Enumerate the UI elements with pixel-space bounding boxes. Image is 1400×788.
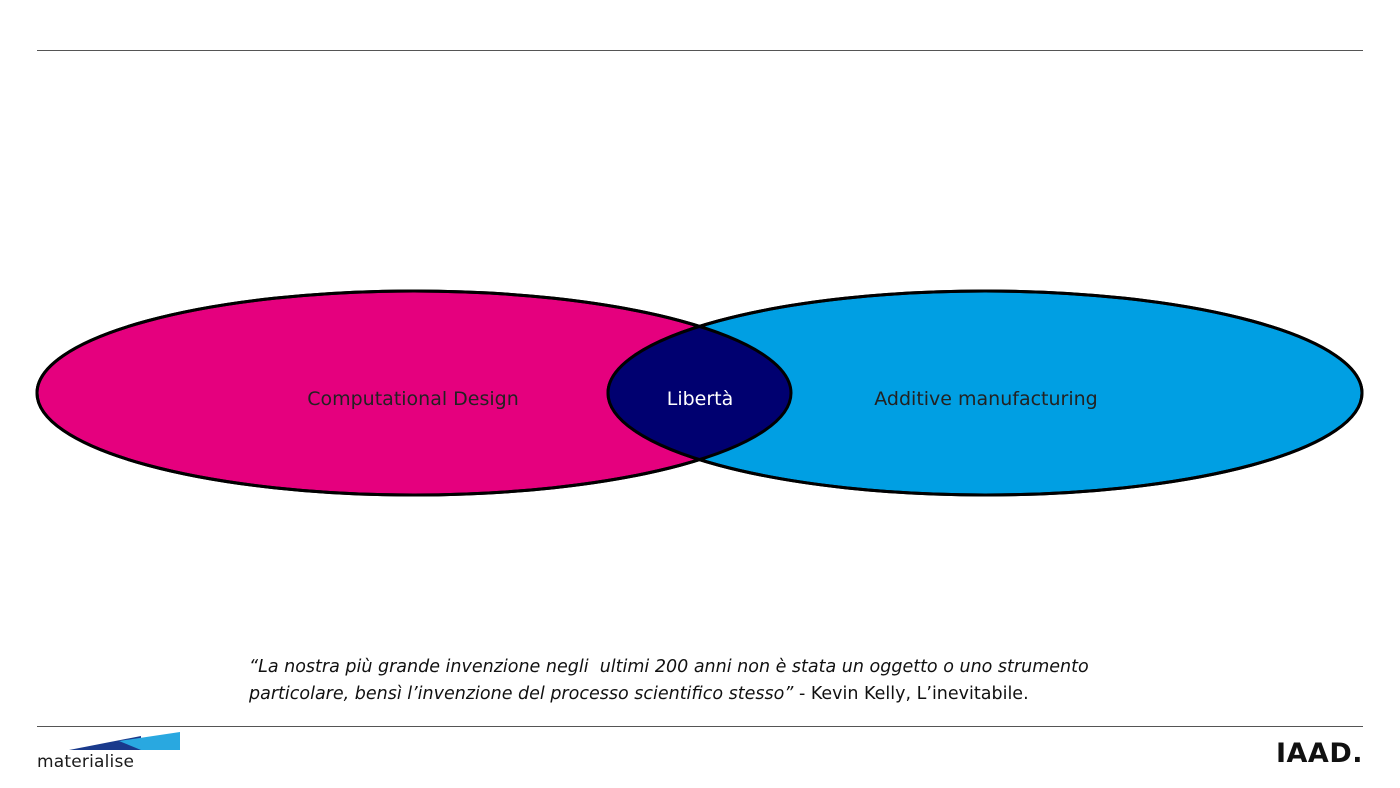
overlap-label: Libertà: [667, 388, 734, 410]
quote-source: - Kevin Kelly, L’inevitabile.: [793, 684, 1029, 704]
quote-line-2: particolare, bensì l’invenzione del proc…: [249, 684, 1029, 704]
quote-block: “La nostra più grande invenzione negli u…: [249, 654, 1149, 708]
right-set-label: Additive manufacturing: [874, 388, 1097, 410]
top-divider: [37, 50, 1363, 51]
right-ellipse-outline: [606, 289, 1364, 497]
materialise-logo-mark-icon: [69, 732, 180, 750]
quote-line-1: “La nostra più grande invenzione negli u…: [249, 657, 1089, 677]
iaad-logo: IAAD.: [1275, 738, 1363, 769]
left-set-label: Computational Design: [307, 388, 519, 410]
left-ellipse-outline: [35, 289, 793, 497]
bottom-divider: [37, 726, 1363, 727]
materialise-logo: materialise: [37, 732, 180, 776]
materialise-logo-text: materialise: [37, 752, 135, 772]
